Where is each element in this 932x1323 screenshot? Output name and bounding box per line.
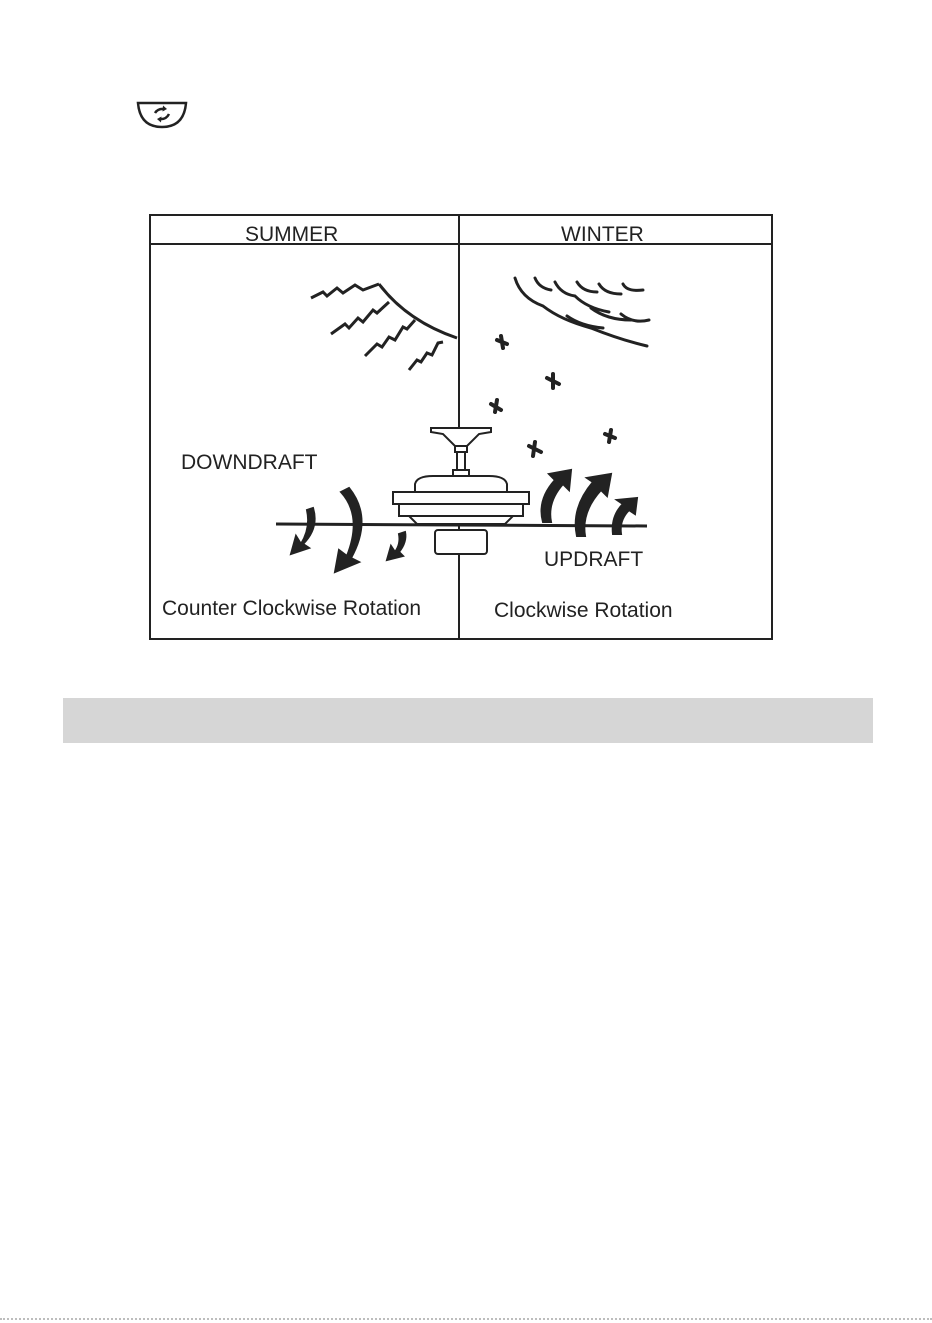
reverse-button-icon [136,100,188,130]
diagram-artwork [151,216,771,638]
section-heading-bar [63,698,873,743]
winter-rotation-caption: Clockwise Rotation [494,600,673,621]
page-bottom-edge [0,1318,932,1320]
sun-icon [311,284,457,370]
winter-header: WINTER [561,224,644,245]
downdraft-arrows [291,488,405,572]
summer-rotation-caption: Counter Clockwise Rotation [162,598,421,619]
wind-icon [515,278,649,346]
fan-direction-diagram: SUMMER WINTER DOWNDRAFT UPDRAFT Counter … [149,214,773,640]
snowflake-icon [491,336,615,456]
updraft-label: UPDRAFT [544,549,643,570]
downdraft-label: DOWNDRAFT [181,452,317,473]
summer-header: SUMMER [245,224,338,245]
